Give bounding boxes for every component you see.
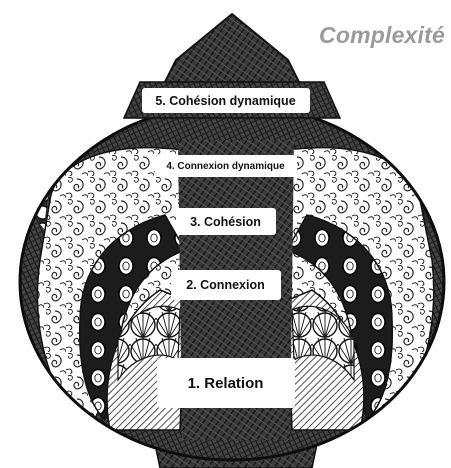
complexity-title: Complexité [319, 22, 445, 49]
level-4-label: 4. Connexion dynamique [155, 155, 297, 177]
level-1-label: 1. Relation [157, 358, 295, 408]
level-5-label: 5. Cohésion dynamique [142, 88, 310, 113]
level-2-label: 2. Connexion [171, 270, 281, 300]
level-3-label: 3. Cohésion [176, 208, 276, 235]
